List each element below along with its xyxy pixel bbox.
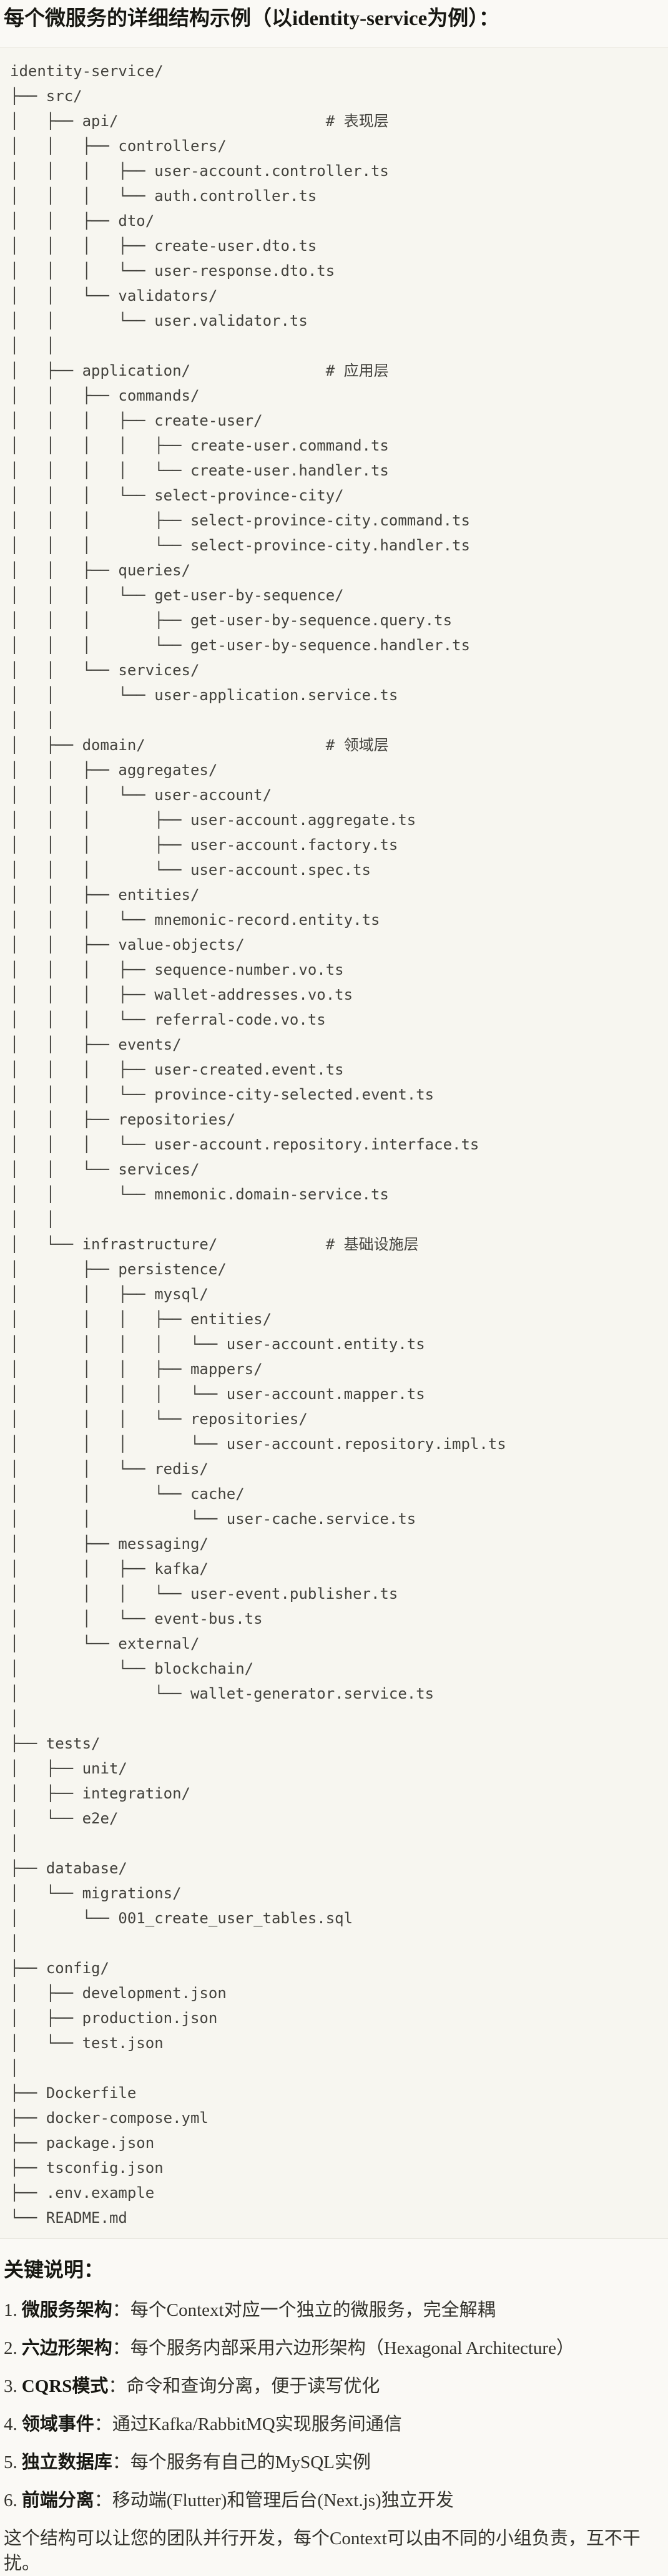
- note-text: 通过Kafka/RabbitMQ实现服务间通信: [112, 2414, 402, 2434]
- note-number: 3.: [4, 2376, 17, 2396]
- note-label: 前端分离: [21, 2491, 94, 2510]
- note-item-6: 6.前端分离：移动端(Flutter)和管理后台(Next.js)独立开发: [4, 2488, 664, 2513]
- closing-paragraph: 这个结构可以让您的团队并行开发，每个Context可以由不同的小组负责，互不干扰…: [4, 2529, 641, 2574]
- note-number: 6.: [4, 2491, 17, 2510]
- note-label: 领域事件: [21, 2414, 94, 2434]
- file-tree: identity-service/ ├── src/ │ ├── api/ # …: [10, 62, 506, 2227]
- document: 每个微服务的详细结构示例（以identity-service为例）： ident…: [0, 5, 668, 2576]
- note-colon: ：: [112, 2452, 130, 2472]
- note-number: 2.: [4, 2338, 17, 2358]
- note-item-1: 1.微服务架构：每个Context对应一个独立的微服务，完全解耦: [4, 2298, 664, 2323]
- note-number: 1.: [4, 2300, 17, 2320]
- note-item-3: 3.CQRS模式：命令和查询分离，便于读写优化: [4, 2374, 664, 2399]
- note-colon: ：: [94, 2414, 112, 2434]
- note-text: 命令和查询分离，便于读写优化: [126, 2376, 380, 2396]
- page-title: 每个微服务的详细结构示例（以identity-service为例）：: [4, 7, 499, 30]
- note-colon: ：: [112, 2300, 130, 2320]
- note-colon: ：: [108, 2376, 127, 2396]
- note-label: 独立数据库: [21, 2452, 112, 2472]
- note-item-5: 5.独立数据库：每个服务有自己的MySQL实例: [4, 2450, 664, 2475]
- note-item-2: 2.六边形架构：每个服务内部采用六边形架构（Hexagonal Architec…: [4, 2336, 664, 2361]
- note-colon: ：: [112, 2338, 130, 2358]
- note-text: 每个服务有自己的MySQL实例: [130, 2452, 371, 2472]
- note-label: 六边形架构: [21, 2338, 112, 2358]
- note-text: 每个服务内部采用六边形架构（Hexagonal Architecture）: [130, 2338, 574, 2358]
- note-item-4: 4.领域事件：通过Kafka/RabbitMQ实现服务间通信: [4, 2412, 664, 2437]
- note-colon: ：: [94, 2491, 112, 2510]
- file-tree-block: identity-service/ ├── src/ │ ├── api/ # …: [0, 47, 668, 2239]
- note-number: 4.: [4, 2414, 17, 2434]
- note-text: 移动端(Flutter)和管理后台(Next.js)独立开发: [112, 2491, 454, 2510]
- note-text: 每个Context对应一个独立的微服务，完全解耦: [130, 2300, 496, 2320]
- note-label: CQRS模式: [21, 2376, 109, 2396]
- notes-heading: 关键说明：: [4, 2258, 104, 2281]
- note-number: 5.: [4, 2452, 17, 2472]
- note-label: 微服务架构: [21, 2300, 112, 2320]
